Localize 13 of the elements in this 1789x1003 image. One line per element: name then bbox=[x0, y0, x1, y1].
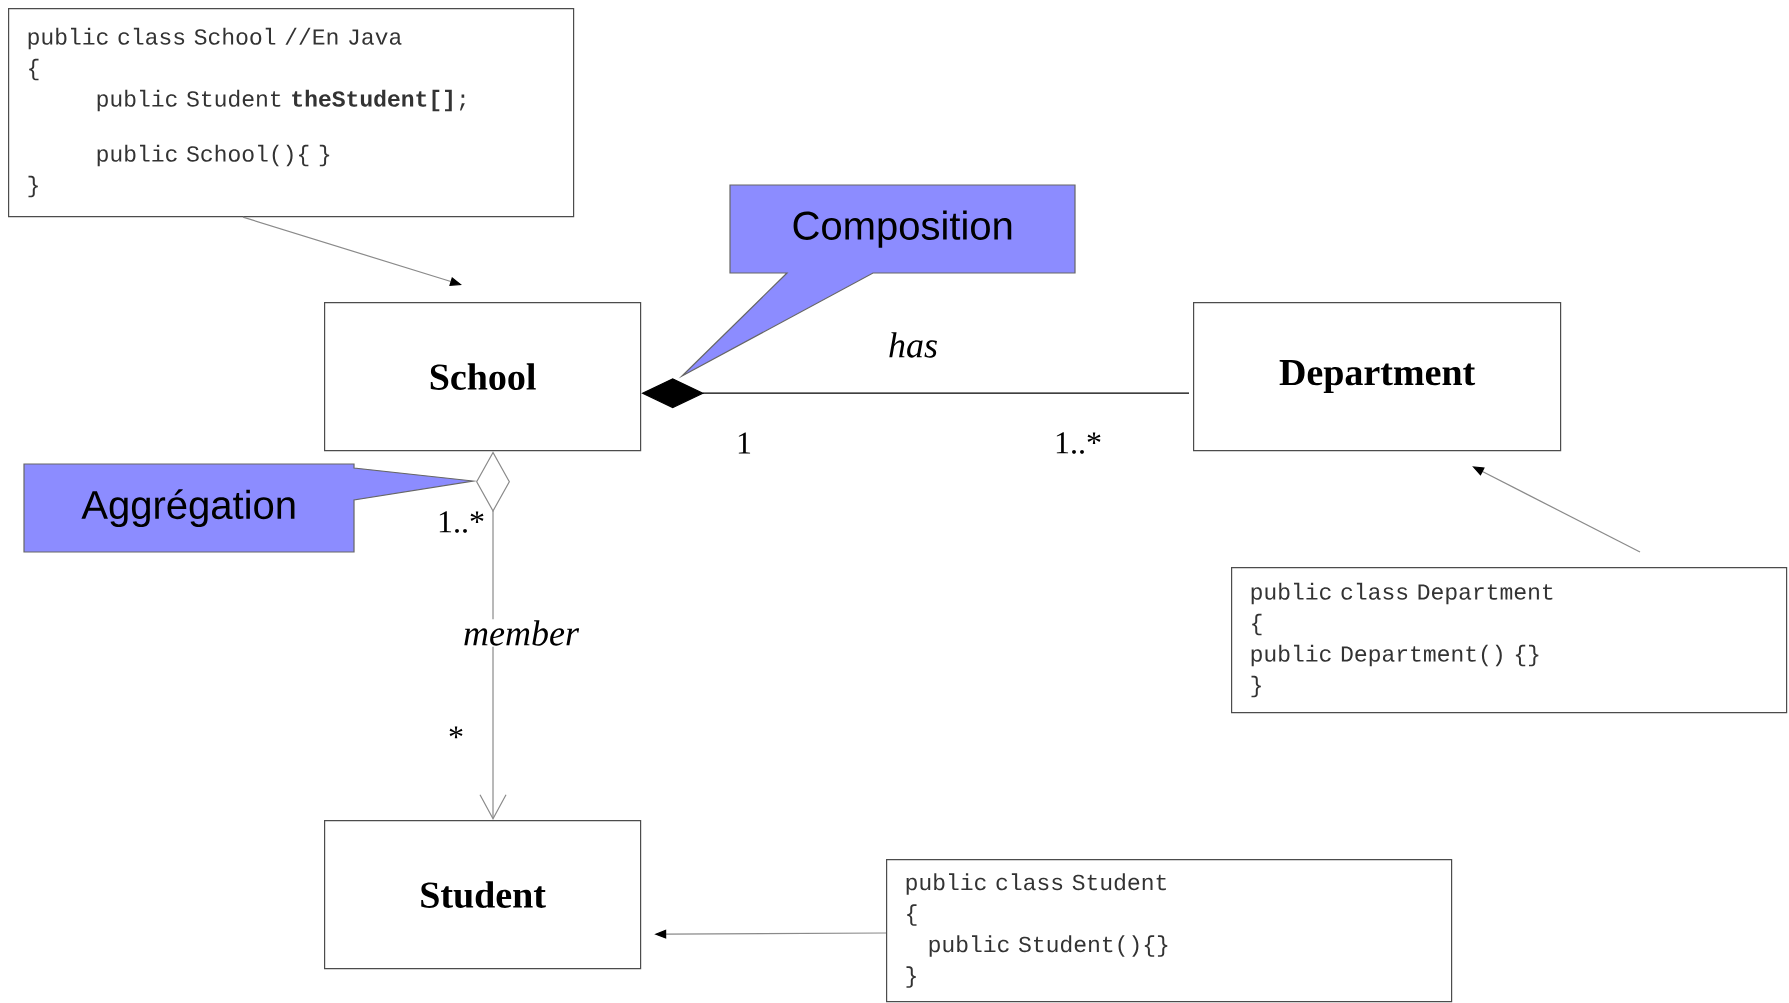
class-box: Department bbox=[1193, 302, 1562, 452]
class-box: School bbox=[324, 302, 642, 452]
code-box: public class Department { public Department() {} } bbox=[1231, 567, 1788, 714]
multiplicity-label: * bbox=[449, 726, 463, 739]
code-box: public class Student { public Student(){} } bbox=[886, 859, 1453, 1003]
multiplicity-label: 1 bbox=[738, 432, 751, 454]
edge-label: member bbox=[462, 619, 580, 647]
connector bbox=[1472, 466, 1641, 553]
connector bbox=[476, 451, 510, 820]
class-box: Student bbox=[324, 820, 642, 970]
multiplicity-label: 1..* bbox=[1056, 432, 1101, 454]
edge-label: has bbox=[887, 331, 939, 359]
code-box: public class School //En Java { public Student theStudent[]; public School(){ } } bbox=[8, 8, 575, 218]
